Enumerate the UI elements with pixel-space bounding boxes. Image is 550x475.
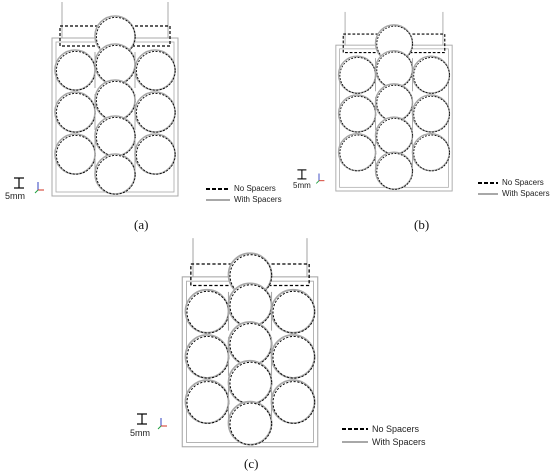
diagram-c [181, 238, 319, 448]
legend-a: No Spacers With Spacers [206, 183, 282, 205]
cell-no-spacers [95, 16, 136, 57]
dashed-line-swatch [206, 187, 230, 190]
dashed-line-swatch [478, 181, 498, 184]
scale-bar-b [292, 168, 328, 188]
cell-no-spacers [272, 381, 316, 424]
caption-b: (b) [414, 217, 430, 232]
panel-c [180, 236, 320, 450]
dashed-line-swatch [342, 427, 368, 430]
legend-c: No Spacers With Spacers [342, 422, 426, 448]
legend-label-with-spacers: With Spacers [502, 189, 550, 198]
caption-c: (c) [244, 456, 259, 471]
legend-item-no-spacers: No Spacers [478, 177, 550, 188]
panel-b [334, 10, 454, 192]
scale-bar-icon [14, 177, 44, 194]
solid-line-swatch [342, 440, 368, 443]
panel-a [50, 0, 180, 200]
legend-item-no-spacers: No Spacers [342, 422, 426, 435]
cell-no-spacers [413, 95, 450, 133]
legend-label-with-spacers: With Spacers [234, 195, 282, 204]
cell-no-spacers [135, 92, 176, 133]
scale-label-a: 5mm [5, 191, 25, 201]
legend-item-no-spacers: No Spacers [206, 183, 282, 194]
cell-no-spacers [272, 335, 316, 379]
legend-item-with-spacers: With Spacers [342, 435, 426, 448]
solid-line-swatch [478, 192, 498, 195]
cell-no-spacers [95, 154, 136, 195]
scale-bar-c [130, 412, 172, 434]
legend-label-no-spacers: No Spacers [502, 178, 544, 187]
cell-no-spacers [135, 50, 176, 91]
cell-no-spacers [376, 153, 414, 190]
diagram-b [335, 11, 453, 192]
scale-bar-icon [137, 413, 167, 430]
scale-label-c: 5mm [130, 428, 150, 438]
cell-no-spacers [413, 57, 450, 94]
scale-bar-a [8, 176, 48, 198]
diagram-a [51, 2, 179, 197]
scale-label-b: 5mm [293, 181, 311, 190]
solid-line-swatch [206, 198, 230, 201]
legend-item-with-spacers: With Spacers [206, 194, 282, 205]
legend-label-no-spacers: No Spacers [372, 423, 420, 434]
cell-no-spacers [135, 134, 176, 175]
cell-no-spacers [229, 361, 273, 405]
cell-no-spacers [272, 290, 316, 334]
caption-a: (a) [134, 217, 149, 232]
cell-no-spacers [413, 134, 450, 172]
cell-no-spacers [376, 25, 414, 63]
cell-no-spacers [229, 402, 273, 446]
legend-label-with-spacers: With Spacers [372, 436, 426, 447]
cell-no-spacers [229, 254, 273, 297]
cell-no-spacers [95, 116, 136, 157]
legend-b: No Spacers With Spacers [478, 177, 550, 199]
scale-bar-icon [297, 169, 325, 184]
legend-item-with-spacers: With Spacers [478, 188, 550, 199]
legend-label-no-spacers: No Spacers [234, 184, 276, 193]
cell-no-spacers [376, 118, 414, 155]
